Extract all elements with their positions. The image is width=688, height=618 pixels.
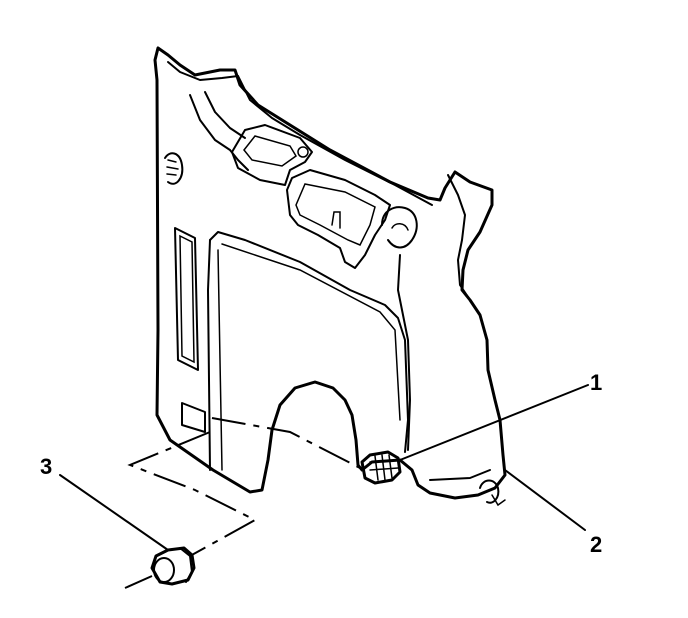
leader-lines — [59, 384, 589, 551]
leader-line-2 — [504, 469, 586, 531]
callout-1: 1 — [590, 370, 602, 395]
exploded-view-lines — [124, 417, 361, 589]
leader-line-3 — [59, 474, 169, 551]
quarter-trim-panel — [153, 46, 507, 507]
callout-2: 2 — [590, 532, 602, 557]
leader-line-1 — [399, 384, 589, 461]
retainer-fastener-1 — [360, 450, 402, 485]
callout-3: 3 — [40, 454, 52, 479]
retainer-fastener-3 — [150, 546, 196, 586]
